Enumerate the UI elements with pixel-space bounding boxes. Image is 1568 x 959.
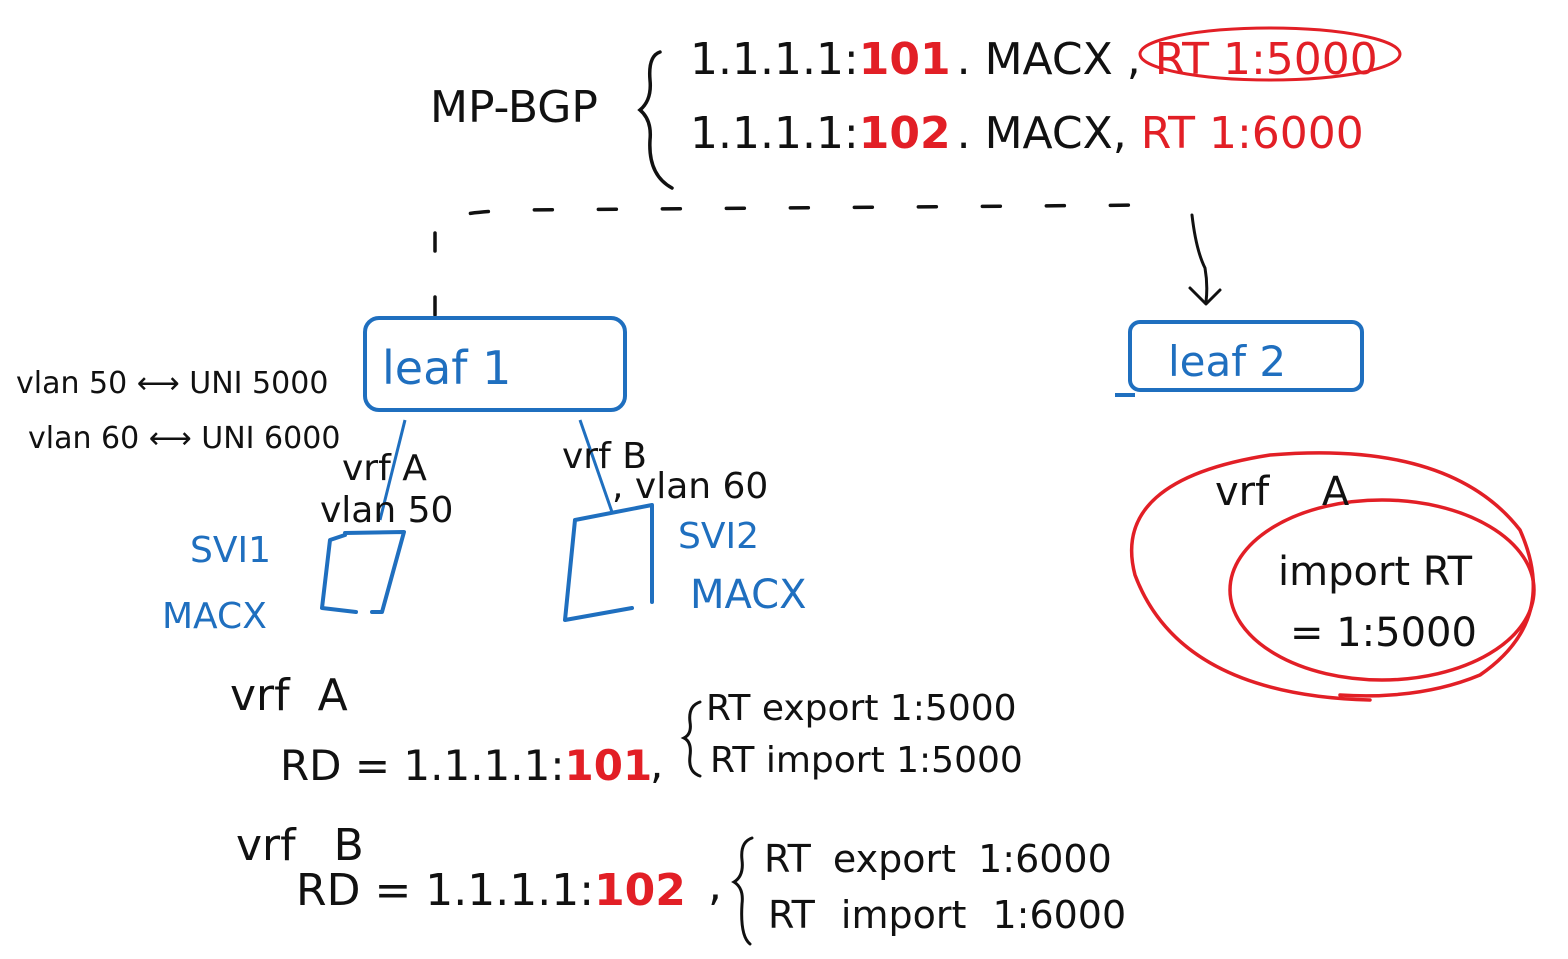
config-vrf-b-rd-suffix: 102 [594, 865, 686, 916]
route-1-mac: . MACX , [957, 34, 1141, 85]
leaf1-to-svi2-line [578, 419, 614, 513]
vrf-b-label: vrf B [562, 436, 647, 477]
leaf2-vrf-label: vrf A [1215, 469, 1350, 515]
route-line-2: 1.1.1.1:102. MACX, RT 1:6000 [690, 108, 1364, 159]
config-vrf-a-brace [680, 700, 702, 778]
mp-bgp-label: MP-BGP [430, 82, 598, 133]
vlan-map-2: vlan 60 ⟷ UNI 6000 [28, 421, 340, 456]
leaf2-arrow-head [1188, 286, 1222, 306]
vrf-a-label: vrf A [342, 448, 427, 489]
config-vrf-a-export: RT export 1:5000 [706, 688, 1017, 729]
svi1-label: SVI1 [190, 530, 271, 571]
leaf2-outer-circle [1129, 451, 1536, 702]
svg-text:RD = 1.1.1.1:101: RD = 1.1.1.1:101 [280, 741, 652, 790]
config-vrf-b-title: vrf B [236, 820, 364, 871]
config-vrf-b-rd: RD = 1.1.1.1:102 [296, 865, 686, 916]
bgp-dashed-connector [433, 203, 1152, 317]
config-vrf-b-export: RT export 1:6000 [764, 837, 1112, 881]
config-vrf-b-sep: , [708, 860, 722, 911]
config-vrf-a-rd-suffix: 101 [565, 741, 653, 790]
vrf-b-vlan: , vlan 60 [612, 466, 768, 507]
route-line-1: 1.1.1.1:101. MACX , RT 1:5000 [690, 34, 1378, 85]
leaf2-import-label: import RT [1278, 549, 1473, 595]
config-vrf-b-import: RT import 1:6000 [768, 893, 1126, 937]
route-2-rt: RT 1:6000 [1141, 108, 1364, 159]
svg-text:1.1.1.1:101. MACX ,RT 1:5000: 1.1.1.1:101. MACX , RT 1:5000 [690, 34, 1378, 85]
mp-bgp-brace [637, 50, 674, 190]
leaf2-import-value: = 1:5000 [1290, 610, 1477, 656]
leaf1-box [363, 316, 627, 412]
config-vrf-b-brace [731, 836, 754, 946]
leaf1-to-svi1-line [378, 419, 407, 521]
svi2-mac: MACX [690, 572, 807, 618]
svi2-label: SVI2 [678, 516, 759, 557]
svi1-box [320, 530, 406, 614]
config-vrf-a-title: vrf A [230, 670, 348, 721]
config-vrf-a-rd: RD = 1.1.1.1:101 [280, 741, 652, 790]
config-vrf-a-sep: , [650, 739, 663, 788]
route-1-rt-circle [1138, 26, 1402, 82]
leaf1-label: leaf 1 [382, 341, 511, 395]
leaf2-box [1128, 320, 1364, 392]
config-vrf-b-rd-prefix: RD = 1.1.1.1: [296, 865, 594, 916]
route-1-rt: RT 1:5000 [1155, 34, 1378, 85]
leaf2-label: leaf 2 [1168, 337, 1286, 386]
route-2-prefix: 1.1.1.1: [690, 108, 859, 159]
svg-text:1.1.1.1:102. MACX,RT 1:6000: 1.1.1.1:102. MACX, RT 1:6000 [690, 108, 1364, 159]
svi1-mac: MACX [162, 596, 267, 637]
leaf2-inner-circle [1228, 498, 1536, 682]
route-2-rd: 102 [859, 108, 951, 159]
route-2-mac: . MACX, [957, 108, 1127, 159]
route-1-rd: 101 [859, 34, 951, 85]
route-1-prefix: 1.1.1.1: [690, 34, 859, 85]
leaf2-arrow [1190, 213, 1209, 304]
vrf-a-vlan: vlan 50 [320, 490, 453, 531]
config-vrf-a-import: RT import 1:5000 [710, 740, 1023, 781]
svi2-box [563, 503, 654, 622]
vlan-map-1: vlan 50 ⟷ UNI 5000 [16, 366, 328, 401]
config-vrf-a-rd-prefix: RD = 1.1.1.1: [280, 741, 565, 790]
svg-text:RD = 1.1.1.1:102: RD = 1.1.1.1:102 [296, 865, 686, 916]
